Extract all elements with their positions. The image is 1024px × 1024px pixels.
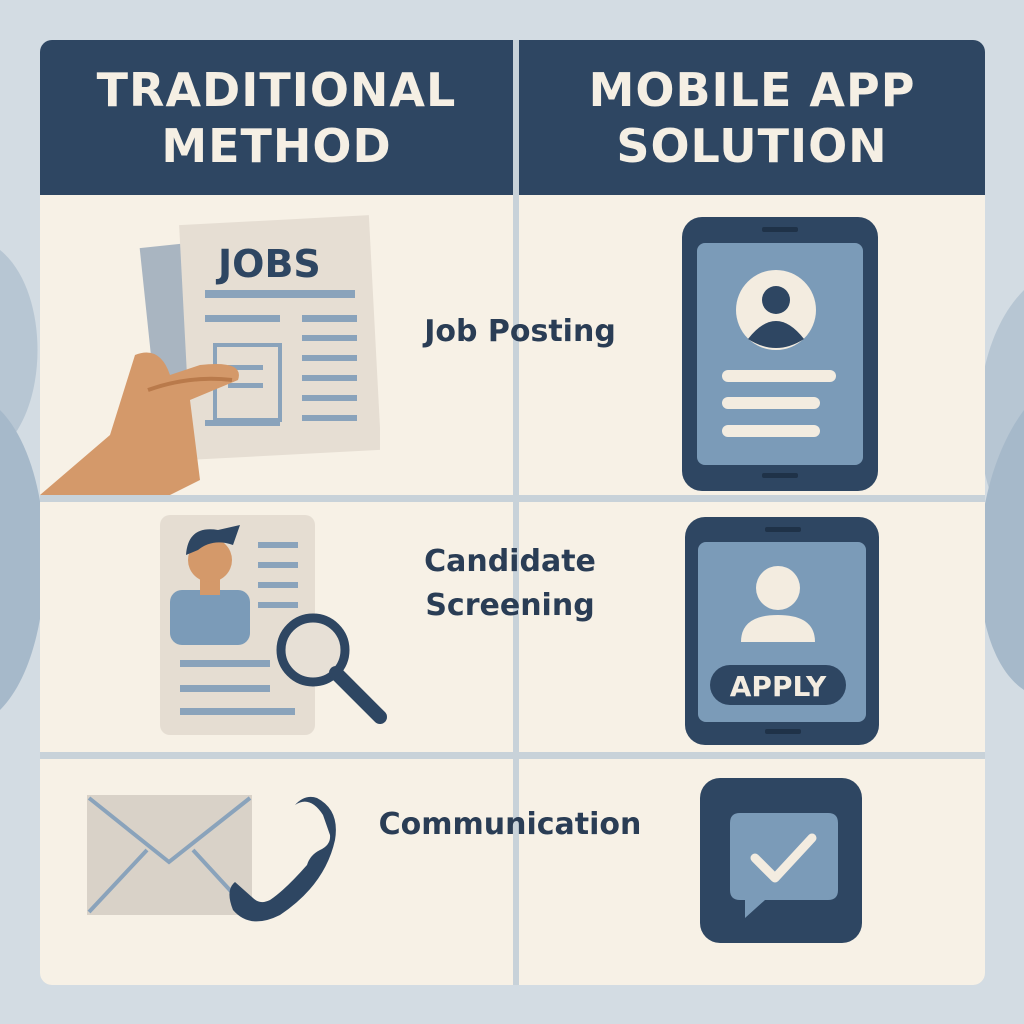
hand-holding-newspaper-icon: JOBS xyxy=(40,215,380,495)
label-candidate: Candidate xyxy=(424,544,596,579)
resume-magnifier-icon xyxy=(160,515,387,735)
label-candidate-screening: Candidate Screening xyxy=(370,540,650,628)
header-traditional-line1: TRADITIONAL xyxy=(96,62,457,117)
svg-text:JOBS: JOBS xyxy=(215,242,321,286)
apply-button[interactable] xyxy=(710,665,846,705)
label-screening: Screening xyxy=(425,588,595,623)
tablet-profile-icon xyxy=(682,217,878,491)
label-job-posting: Job Posting xyxy=(424,314,616,349)
envelope-phone-icon xyxy=(87,795,336,922)
label-communication: Communication xyxy=(378,807,642,842)
header-traditional-line2: METHOD xyxy=(161,118,392,173)
header-mobile-line2: SOLUTION xyxy=(616,118,888,173)
apply-button-label: APPLY xyxy=(730,670,827,703)
leaf-decoration-left xyxy=(0,250,45,710)
header-mobile-line1: MOBILE APP xyxy=(588,62,916,117)
chat-check-icon xyxy=(700,778,862,943)
tablet-apply-icon: APPLY xyxy=(685,517,879,745)
leaf-decoration-right xyxy=(979,290,1024,690)
